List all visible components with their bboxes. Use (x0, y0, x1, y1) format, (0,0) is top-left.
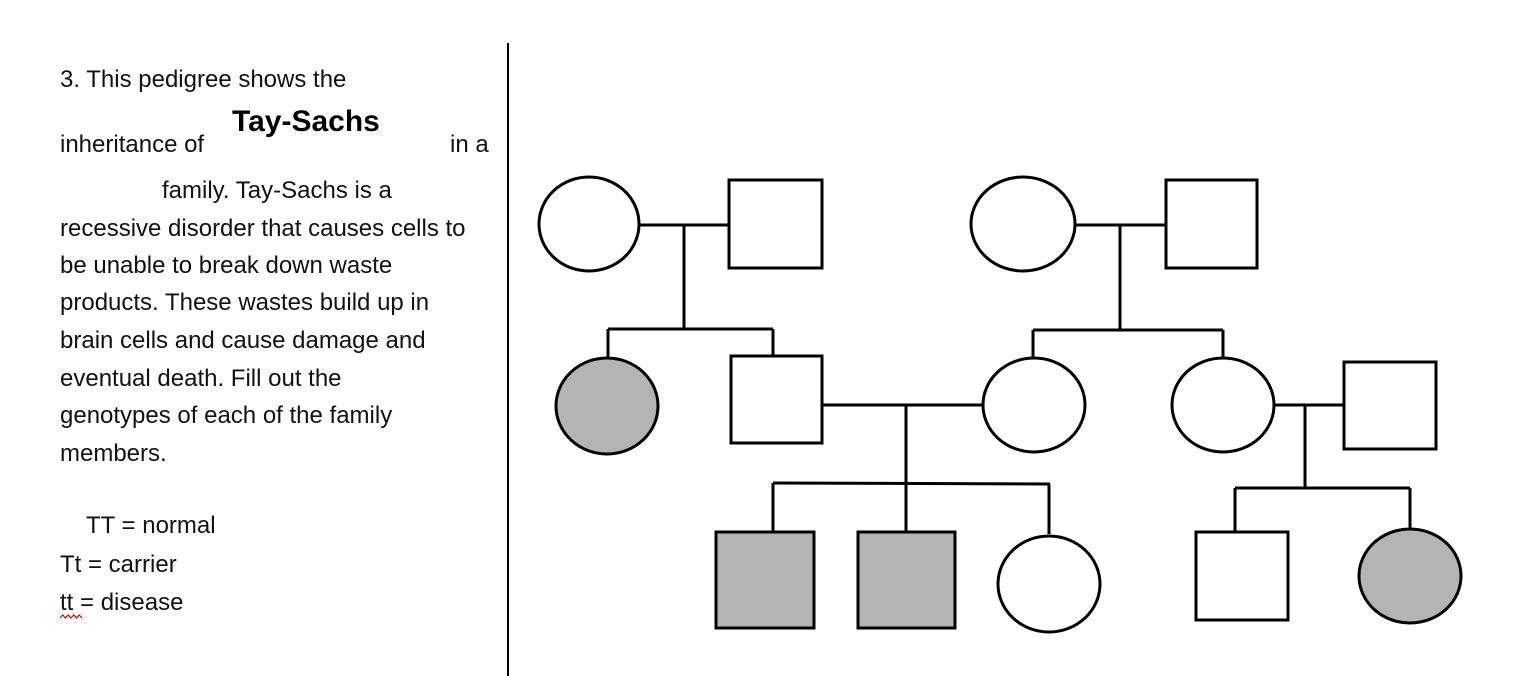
pedigree-male-g3-son-2-affected[interactable] (856, 530, 957, 630)
pedigree-male-g3-son-4[interactable] (1194, 530, 1290, 622)
individuals (537, 175, 1463, 634)
filled-blank-answer[interactable]: Tay-Sachs (232, 105, 380, 138)
key-carrier: Tt = carrier (60, 551, 177, 578)
relationship-lines (606, 223, 1412, 534)
question-line-1: 3. This pedigree shows the (60, 66, 347, 93)
pedigree-male-g3-son-1-affected[interactable] (714, 530, 816, 630)
pedigree-male-g1-father-left[interactable] (727, 178, 824, 270)
pedigree-female-g2-daughter-middle[interactable] (981, 356, 1087, 454)
spellcheck-underline (60, 614, 82, 619)
question-line-2-start: inheritance of (60, 131, 205, 158)
pedigree-male-g2-husband-right[interactable] (1342, 360, 1438, 451)
question-line-6: products. These wastes build up in (60, 289, 430, 316)
question-line-9: genotypes of each of the family (60, 402, 393, 429)
question-line-5: be unable to break down waste (60, 252, 393, 279)
pedigree-female-g3-daughter-5-affected[interactable] (1357, 527, 1463, 625)
question-line-4: recessive disorder that causes cells to (60, 215, 466, 242)
pedigree-female-g1-mother-right[interactable] (969, 175, 1077, 273)
pedigree-female-g2-daughter-left-affected[interactable] (554, 356, 660, 456)
sibship-line-g3-left (772, 481, 1051, 486)
pedigree-female-g1-mother-left[interactable] (537, 175, 641, 273)
question-text-panel: 3. This pedigree shows the inheritance o… (0, 0, 508, 676)
question-line-3: family. Tay-Sachs is a (162, 177, 392, 204)
question-line-7: brain cells and cause damage and (60, 327, 426, 354)
pedigree-male-g1-father-right[interactable] (1164, 178, 1259, 270)
key-disease: tt = disease (60, 589, 184, 616)
page-column-divider (507, 43, 509, 676)
key-normal: TT = normal (86, 512, 216, 539)
question-line-10: members. (60, 440, 167, 467)
pedigree-female-g3-daughter-3[interactable] (996, 534, 1102, 634)
pedigree-female-g2-daughter-right[interactable] (1170, 356, 1276, 454)
question-line-8: eventual death. Fill out the (60, 365, 342, 392)
question-line-2-end: in a (450, 131, 489, 158)
pedigree-male-g2-son-left[interactable] (729, 354, 824, 445)
